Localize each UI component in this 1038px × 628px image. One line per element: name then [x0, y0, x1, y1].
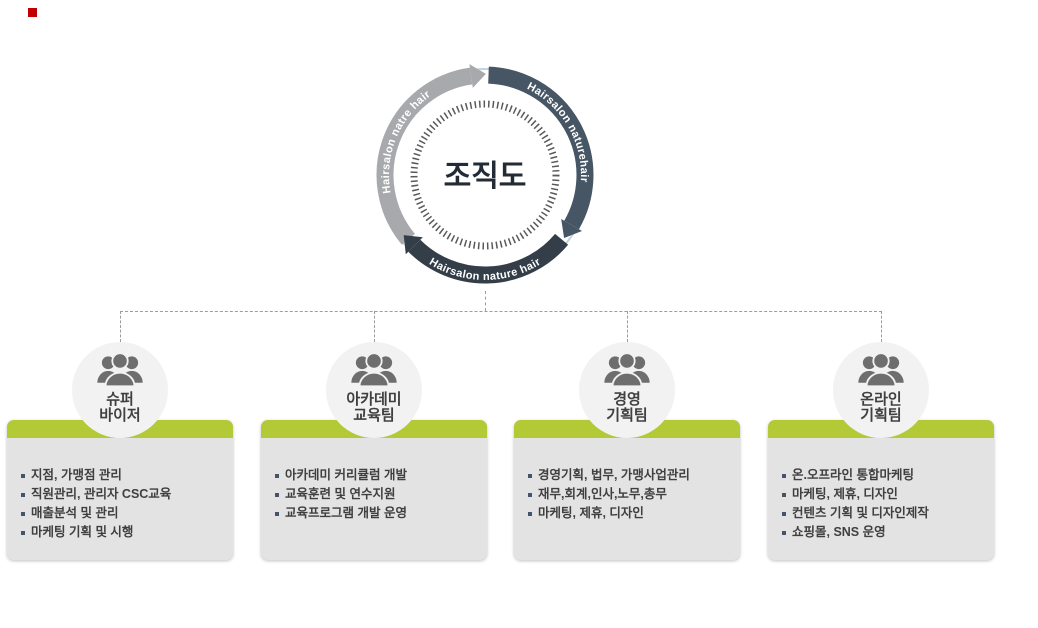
list-item: 컨텐츠 기획 및 디자인제작 — [782, 504, 986, 523]
team-icon — [351, 352, 397, 388]
list-item: 교육프로그램 개발 운영 — [275, 504, 479, 523]
department-title-line: 기획팀 — [860, 407, 902, 424]
bullet-icon — [21, 531, 25, 535]
bullet-icon — [21, 512, 25, 516]
item-text: 재무,회계,인사,노무,총무 — [538, 487, 667, 501]
list-item: 아카데미 커리큘럼 개발 — [275, 466, 479, 485]
connector-stub-1 — [120, 311, 121, 342]
list-item: 경영기획, 법무, 가맹사업관리 — [528, 466, 732, 485]
item-text: 온.오프라인 통합마케팅 — [792, 468, 914, 482]
list-item: 쇼핑몰, SNS 운영 — [782, 523, 986, 542]
arrowhead-icon — [561, 219, 582, 238]
connector-stub-3 — [627, 311, 628, 342]
connector-horizontal — [120, 311, 882, 312]
connector-stub-4 — [881, 311, 882, 342]
department-title: 슈퍼 바이저 — [99, 392, 140, 424]
department-title-line: 교육팀 — [353, 407, 395, 424]
list-item: 재무,회계,인사,노무,총무 — [528, 485, 732, 504]
connector-stub-2 — [374, 311, 375, 342]
bullet-icon — [275, 493, 279, 497]
list-item: 마케팅, 제휴, 디자인 — [782, 485, 986, 504]
department-title: 경영 기획팀 — [606, 392, 647, 424]
department-title-line: 바이저 — [99, 407, 141, 424]
department-title-line: 온라인 — [860, 391, 902, 408]
emblem-inner-circle — [418, 108, 552, 242]
bullet-icon — [528, 493, 532, 497]
item-text: 교육훈련 및 연수지원 — [285, 487, 396, 501]
list-item: 마케팅 기획 및 시행 — [21, 523, 225, 542]
department-item-list: 온.오프라인 통합마케팅 마케팅, 제휴, 디자인 컨텐츠 기획 및 디자인제작… — [768, 438, 994, 542]
department-icon-circle: 경영 기획팀 — [579, 342, 675, 438]
department-card: 아카데미 커리큘럼 개발 교육훈련 및 연수지원 교육프로그램 개발 운영 — [261, 420, 487, 560]
cycle-arrow-bottom — [408, 233, 569, 284]
department-item-list: 지점, 가맹점 관리 직원관리, 관리자 CSC교육 매출분석 및 관리 마케팅… — [7, 438, 233, 542]
department-title: 온라인 기획팀 — [860, 392, 901, 424]
arrowhead-icon — [403, 235, 423, 255]
department-item-list: 경영기획, 법무, 가맹사업관리 재무,회계,인사,노무,총무 마케팅, 제휴,… — [514, 438, 740, 523]
department-title-line: 슈퍼 — [106, 391, 134, 408]
bullet-icon — [528, 512, 532, 516]
cycle-arrow-top-right — [488, 66, 594, 230]
bullet-icon — [21, 474, 25, 478]
item-text: 아카데미 커리큘럼 개발 — [285, 468, 407, 482]
cycle-arrow-left — [376, 67, 473, 245]
department-icon-circle: 아카데미 교육팀 — [326, 342, 422, 438]
arrowhead-icon — [469, 64, 486, 88]
item-text: 마케팅, 제휴, 디자인 — [792, 487, 898, 501]
bullet-icon — [21, 493, 25, 497]
department-title: 아카데미 교육팀 — [346, 392, 401, 424]
department-card: 지점, 가맹점 관리 직원관리, 관리자 CSC교육 매출분석 및 관리 마케팅… — [7, 420, 233, 560]
bullet-icon — [782, 493, 786, 497]
list-item: 온.오프라인 통합마케팅 — [782, 466, 986, 485]
list-item: 지점, 가맹점 관리 — [21, 466, 225, 485]
bullet-icon — [782, 512, 786, 516]
item-text: 직원관리, 관리자 CSC교육 — [31, 487, 172, 501]
connector-center-stub — [485, 291, 486, 311]
item-text: 매출분석 및 관리 — [31, 506, 119, 520]
team-icon — [97, 352, 143, 388]
item-text: 경영기획, 법무, 가맹사업관리 — [538, 468, 690, 482]
item-text: 컨텐츠 기획 및 디자인제작 — [792, 506, 929, 520]
department-title-line: 기획팀 — [606, 407, 648, 424]
list-item: 마케팅, 제휴, 디자인 — [528, 504, 732, 523]
department-item-list: 아카데미 커리큘럼 개발 교육훈련 및 연수지원 교육프로그램 개발 운영 — [261, 438, 487, 523]
bullet-icon — [782, 474, 786, 478]
item-text: 쇼핑몰, SNS 운영 — [792, 525, 886, 539]
org-emblem: Hairsalon natre hair Hairsalon naturehai… — [365, 55, 605, 295]
department-icon-circle: 온라인 기획팀 — [833, 342, 929, 438]
bullet-icon — [782, 531, 786, 535]
bullet-icon — [528, 474, 532, 478]
page-title: 조직도 — [444, 160, 527, 193]
department-title-line: 아카데미 — [346, 391, 402, 408]
item-text: 교육프로그램 개발 운영 — [285, 506, 407, 520]
item-text: 지점, 가맹점 관리 — [31, 468, 122, 482]
department-card: 경영기획, 법무, 가맹사업관리 재무,회계,인사,노무,총무 마케팅, 제휴,… — [514, 420, 740, 560]
department-title-line: 경영 — [613, 391, 641, 408]
team-icon — [604, 352, 650, 388]
item-text: 마케팅 기획 및 시행 — [31, 525, 134, 539]
bullet-icon — [275, 512, 279, 516]
list-item: 매출분석 및 관리 — [21, 504, 225, 523]
department-card: 온.오프라인 통합마케팅 마케팅, 제휴, 디자인 컨텐츠 기획 및 디자인제작… — [768, 420, 994, 560]
list-item: 직원관리, 관리자 CSC교육 — [21, 485, 225, 504]
item-text: 마케팅, 제휴, 디자인 — [538, 506, 644, 520]
emblem-graphic: Hairsalon natre hair Hairsalon naturehai… — [376, 64, 594, 284]
bullet-icon — [275, 474, 279, 478]
department-icon-circle: 슈퍼 바이저 — [72, 342, 168, 438]
team-icon — [858, 352, 904, 388]
corner-marker — [28, 8, 37, 17]
list-item: 교육훈련 및 연수지원 — [275, 485, 479, 504]
